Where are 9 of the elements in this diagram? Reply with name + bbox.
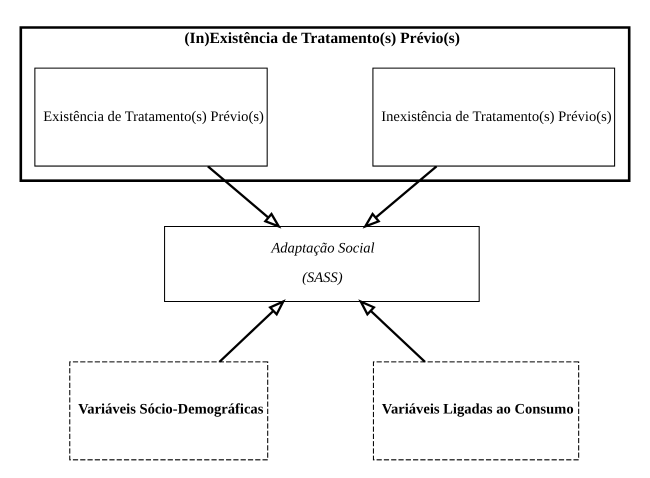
node-box: Variáveis Sócio-Demográficas	[69, 360, 268, 460]
node-box: Existência de Tratamento(s) Prévio(s)	[34, 67, 268, 166]
arrow	[207, 164, 282, 228]
arrow	[362, 164, 438, 228]
node-box: Adaptação Social (SASS)	[164, 225, 480, 302]
arrow	[218, 298, 286, 362]
node-box: Inexistência de Tratamento(s) Prévio(s)	[372, 67, 616, 166]
node-box: Variáveis Ligadas ao Consumo	[372, 360, 580, 460]
arrow	[358, 298, 426, 362]
